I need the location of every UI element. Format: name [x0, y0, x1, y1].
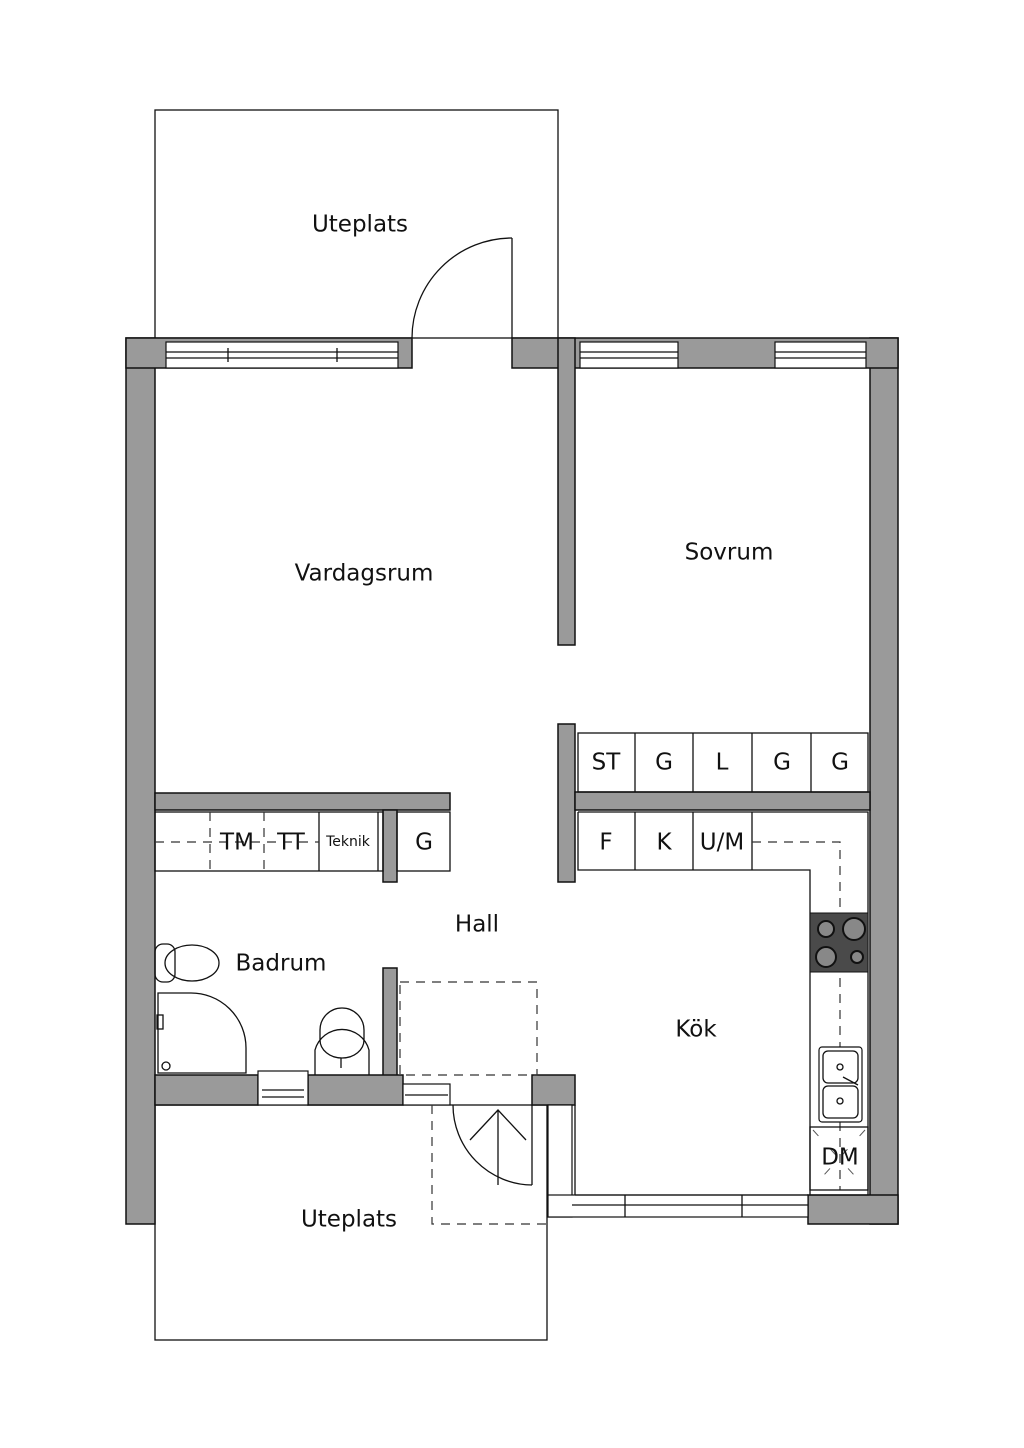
window-bedroom-2	[774, 341, 867, 369]
wall-left	[125, 337, 156, 1225]
kitchen-counter: F K U/M	[577, 811, 869, 1196]
storage-label: TT	[276, 830, 306, 856]
storage-label: G	[655, 750, 673, 776]
washbasin-icon	[314, 1007, 370, 1075]
room-label-bathroom: Badrum	[236, 951, 327, 977]
entrance-arrow-icon	[469, 1109, 527, 1185]
storage-label: L	[716, 750, 729, 776]
wall-right	[869, 337, 899, 1225]
patio-clearance	[431, 1105, 548, 1225]
patio-door-top[interactable]	[411, 237, 513, 339]
storage-label: Teknik	[325, 834, 371, 850]
wall-living-bedroom	[557, 337, 576, 646]
hall-storage: TM TT Teknik G	[154, 811, 451, 872]
wall-kitchen-corner	[807, 1194, 899, 1225]
storage-label: G	[773, 750, 791, 776]
window-living	[165, 341, 399, 369]
wall-storage-hall	[557, 723, 576, 883]
clearance-zone	[399, 981, 538, 1076]
storage-label: G	[831, 750, 849, 776]
bedroom-storage: ST G L G G	[577, 732, 869, 793]
window-bedroom-1	[579, 341, 679, 369]
room-label-kitchen: Kök	[675, 1017, 717, 1043]
storage-label: TM	[219, 830, 254, 856]
dishwasher: DM	[809, 1126, 869, 1191]
wall-entry-right	[531, 1074, 576, 1106]
window-bathroom	[257, 1070, 309, 1106]
kitchen-unit-label: K	[656, 830, 672, 856]
wall-bathroom	[382, 967, 398, 1079]
wall-bath-bottom-1	[154, 1074, 259, 1106]
storage-label: G	[415, 830, 433, 856]
room-label-patio-bottom: Uteplats	[301, 1207, 397, 1233]
entrance-door[interactable]	[452, 1104, 533, 1186]
window-kitchen	[547, 1104, 809, 1218]
wall-living-storage	[154, 792, 451, 811]
room-label-patio-top: Uteplats	[312, 212, 408, 238]
stove-icon	[809, 912, 869, 973]
window-hall	[402, 1083, 451, 1106]
sink-icon	[818, 1046, 863, 1123]
storage-label: ST	[592, 750, 622, 776]
wall-storage-stub	[382, 809, 398, 883]
room-label-hall: Hall	[455, 912, 499, 938]
kitchen-unit-label: DM	[821, 1145, 859, 1171]
wall-bedroom-storage	[574, 791, 871, 811]
room-label-living-room: Vardagsrum	[295, 561, 434, 587]
wall-bath-bottom-2	[307, 1074, 404, 1106]
kitchen-unit-label: U/M	[700, 830, 744, 856]
kitchen-unit-label: F	[599, 830, 612, 856]
toilet-icon	[154, 943, 220, 983]
shower-icon	[156, 992, 247, 1074]
room-label-bedroom: Sovrum	[685, 540, 774, 566]
